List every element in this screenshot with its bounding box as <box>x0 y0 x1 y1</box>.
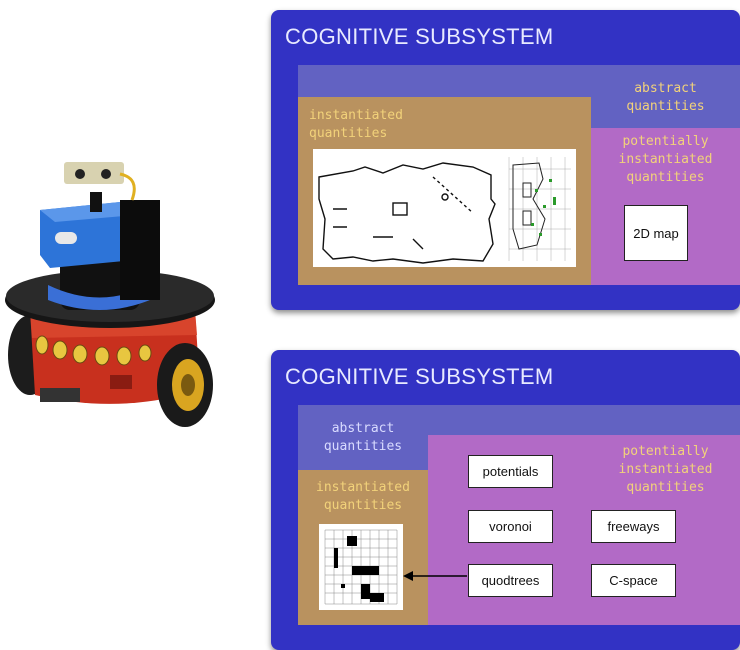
robot-image <box>5 162 215 427</box>
2d-map-box[interactable]: 2D map <box>624 205 688 261</box>
voronoi-box[interactable]: voronoi <box>468 510 553 543</box>
abstract-quantities-region <box>591 65 740 130</box>
arrow-icon <box>403 571 467 581</box>
cognitive-panel-top: COGNITIVE SUBSYSTEM abstract quantities … <box>271 10 740 310</box>
potential-quantities-label: potentially instantiated quantities <box>618 444 713 495</box>
abstract-quantities-region-left <box>298 405 428 470</box>
instantiated-quantities-label: instantiated quantities <box>316 480 410 513</box>
panel-title: COGNITIVE SUBSYSTEM <box>285 364 554 389</box>
c-space-box[interactable]: C-space <box>591 564 676 597</box>
floor-map-image <box>313 149 576 267</box>
freeways-box[interactable]: freeways <box>591 510 676 543</box>
panel-title: COGNITIVE SUBSYSTEM <box>285 24 554 49</box>
abstract-quantities-label: abstract quantities <box>323 421 403 454</box>
cognitive-panel-bottom: COGNITIVE SUBSYSTEM abstract quantities … <box>271 350 740 650</box>
grid-map-image <box>319 524 403 610</box>
potential-quantities-label: potentially instantiated quantities <box>618 134 713 185</box>
instantiated-quantities-label: instantiated quantities <box>309 108 403 141</box>
quodtrees-box[interactable]: quodtrees <box>468 564 553 597</box>
abstract-quantities-label: abstract quantities <box>626 81 705 114</box>
potentials-box[interactable]: potentials <box>468 455 553 488</box>
